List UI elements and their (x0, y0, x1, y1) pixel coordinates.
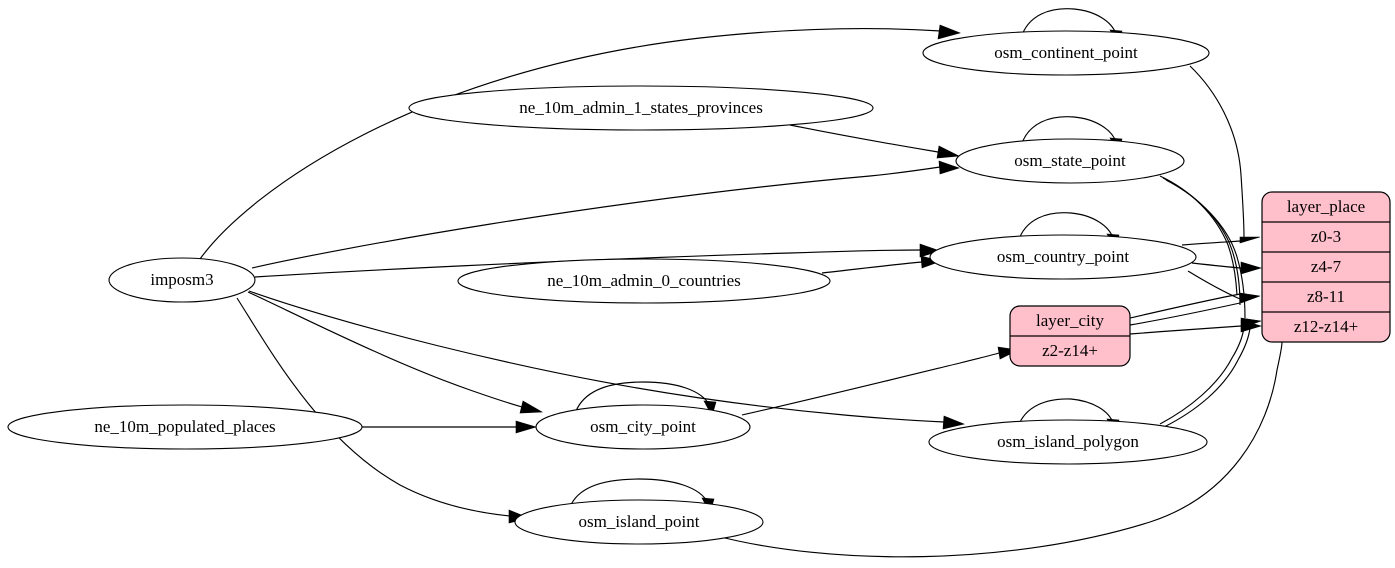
node-imposm3[interactable]: imposm3 (108, 257, 256, 303)
node-osm-island-point[interactable]: osm_island_point (514, 499, 764, 545)
edge-layer-city-to-layer-place-b (1129, 302, 1241, 326)
osm-continent-point-ellipse[interactable] (922, 30, 1210, 76)
arrowhead-icon (1239, 236, 1261, 244)
arrowhead-icon (936, 145, 961, 159)
record-layer: layer_city z2-z14+ layer_place z0-3 z4-7… (1009, 191, 1391, 367)
edge-imposm3-to-osm-country-point (254, 249, 922, 278)
node-ne-10m-admin-0-countries[interactable]: ne_10m_admin_0_countries (457, 258, 831, 304)
layer-city-row-0-label[interactable]: z2-z14+ (1042, 341, 1098, 360)
edge-layer-city-to-layer-place-a (1129, 293, 1241, 319)
osm-island-point-ellipse[interactable] (514, 499, 764, 545)
layer-place-body[interactable] (1261, 191, 1391, 343)
arrowhead-icon (938, 160, 960, 175)
edge-selfloop-osm-city-point (575, 381, 711, 412)
osm-country-point-ellipse[interactable] (929, 234, 1197, 280)
edge-imposm3-to-osm-state-point (251, 166, 941, 269)
imposm3-label: imposm3 (150, 270, 213, 289)
arrowhead-icon (919, 243, 941, 258)
edge-osm-island-polygon-to-layer-place-a (1159, 326, 1245, 425)
edge-selfloop-osm-state-point (1020, 116, 1117, 147)
edge-selfloop-osm-continent-point (1020, 8, 1117, 39)
node-ne-10m-admin-1-states-provinces[interactable]: ne_10m_admin_1_states_provinces (408, 85, 874, 131)
arrowhead-icon (1240, 261, 1263, 275)
arrowhead-icon (1239, 292, 1261, 304)
edge-layer-city-to-layer-place-c (1129, 325, 1242, 335)
node-ne-10m-populated-places[interactable]: ne_10m_populated_places (7, 404, 363, 450)
layer-place-row-0-label[interactable]: z0-3 (1311, 227, 1341, 246)
record-layer-place[interactable]: layer_place z0-3 z4-7 z8-11 z12-z14+ (1261, 191, 1391, 343)
edge-osm-island-polygon-to-layer-place-b (1163, 327, 1251, 428)
layer-place-header-label: layer_place (1287, 197, 1365, 216)
edge-osm-city-point-to-layer-city (741, 352, 1000, 416)
ne-countries-ellipse[interactable] (457, 258, 831, 304)
edge-selfloop-osm-country-point (1017, 212, 1114, 243)
edge-selfloop-osm-island-point (569, 478, 709, 508)
edge-imposm3-to-osm-island-point (236, 297, 511, 517)
layer-city-header-label: layer_city (1036, 311, 1104, 330)
arrowhead-icon (1240, 319, 1263, 333)
edge-imposm3-to-osm-island-polygon (248, 290, 945, 423)
node-layer: imposm3 ne_10m_admin_1_states_provinces … (7, 30, 1210, 545)
arrowhead-icon (519, 400, 544, 414)
edge-ne-countries-to-osm-country-point (821, 261, 923, 274)
edge-osm-country-point-to-layer-place-c (1187, 270, 1241, 300)
node-osm-city-point[interactable]: osm_city_point (535, 404, 751, 450)
node-osm-state-point[interactable]: osm_state_point (955, 138, 1185, 184)
edge-osm-state-point-to-layer-place-c (1165, 179, 1246, 319)
edge-osm-country-point-to-layer-place-a (1181, 240, 1242, 246)
osm-city-point-label: osm_city_point (590, 417, 696, 436)
node-osm-continent-point[interactable]: osm_continent_point (922, 30, 1210, 76)
edge-selfloop-osm-island-polygon (1017, 398, 1114, 428)
edge-imposm3-to-osm-city-point (247, 291, 523, 408)
osm-island-polygon-label: osm_island_polygon (997, 432, 1139, 451)
ne-populated-ellipse[interactable] (7, 404, 363, 450)
arrowhead-icon (942, 415, 965, 430)
osm-island-point-label: osm_island_point (579, 512, 700, 531)
osm-state-point-ellipse[interactable] (955, 138, 1185, 184)
osm-island-polygon-ellipse[interactable] (928, 419, 1208, 465)
imposm3-ellipse[interactable] (108, 257, 256, 303)
edge-osm-island-point-to-layer-place (712, 341, 1283, 558)
osm-city-point-ellipse[interactable] (535, 404, 751, 450)
arrowhead-icon (937, 24, 961, 40)
record-layer-city[interactable]: layer_city z2-z14+ (1009, 305, 1131, 367)
node-osm-country-point[interactable]: osm_country_point (929, 234, 1197, 280)
osm-continent-point-label: osm_continent_point (994, 43, 1138, 62)
ne-countries-label: ne_10m_admin_0_countries (547, 271, 741, 290)
edge-layer (199, 8, 1283, 558)
layer-place-row-2-label[interactable]: z8-11 (1307, 287, 1345, 306)
edge-osm-continent-point-to-layer-place (1189, 65, 1245, 238)
edge-osm-country-point-to-layer-place-b (1191, 262, 1242, 269)
ne-states-label: ne_10m_admin_1_states_provinces (519, 98, 763, 117)
ne-states-ellipse[interactable] (408, 85, 874, 131)
arrowhead-icon (515, 420, 538, 434)
layer-place-row-1-label[interactable]: z4-7 (1311, 257, 1342, 276)
osm-state-point-label: osm_state_point (1014, 151, 1126, 170)
node-osm-island-polygon[interactable]: osm_island_polygon (928, 419, 1208, 465)
edge-imposm3-to-osm-continent-point (199, 27, 942, 260)
edge-ne-states-to-osm-state-point (789, 124, 939, 153)
ne-populated-label: ne_10m_populated_places (94, 417, 275, 436)
osm-country-point-label: osm_country_point (997, 247, 1129, 266)
layer-place-row-3-label[interactable]: z12-z14+ (1294, 317, 1358, 336)
